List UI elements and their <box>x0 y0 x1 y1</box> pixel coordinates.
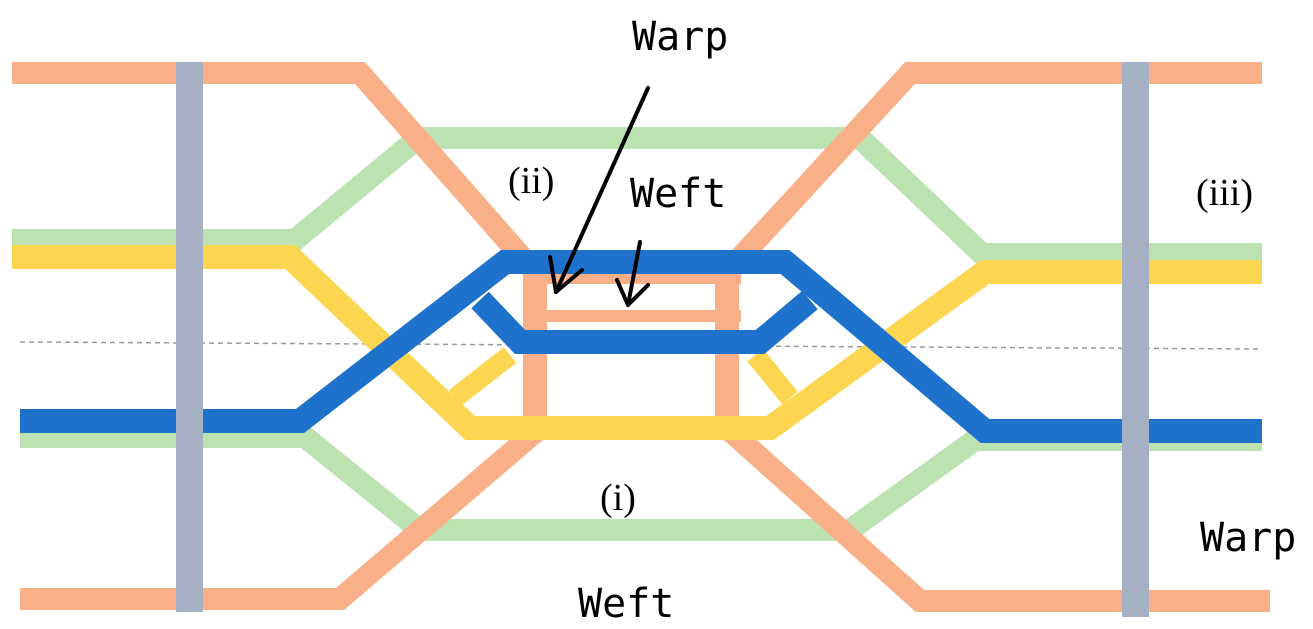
orange-strand-bottom-left <box>20 419 548 610</box>
label-roman-ii: (ii) <box>508 160 554 202</box>
orange-strand-top-left <box>12 62 544 280</box>
yellow-strand-inner-right <box>747 348 798 405</box>
label-warp-right: Warp <box>1200 515 1296 561</box>
orange-strand-bottom-right <box>719 419 1270 612</box>
orange-strand-top-right <box>718 62 1262 280</box>
yellow-strand <box>12 245 1262 440</box>
blue-strand <box>20 250 1262 443</box>
label-roman-iii: (iii) <box>1196 172 1253 214</box>
yellow-strand-inner-left <box>448 347 517 406</box>
label-roman-i: (i) <box>600 477 636 519</box>
label-weft-bottom: Weft <box>578 581 674 627</box>
gray-warp-bar-right <box>1122 62 1149 617</box>
blue-strand-loop <box>471 290 818 354</box>
weft-arrow-head <box>615 278 650 307</box>
warp-arrow-shaft <box>554 86 650 294</box>
orange-warp-box-bar <box>523 310 741 322</box>
warp-arrow-head <box>548 255 584 294</box>
gray-warp-bar-left <box>176 62 203 612</box>
weft-arrow-shaft <box>626 240 642 307</box>
green-strand-upper <box>12 127 1262 265</box>
label-warp-top: Warp <box>632 14 728 60</box>
green-strand-lower <box>20 426 1262 541</box>
label-weft-mid: Weft <box>630 171 726 217</box>
